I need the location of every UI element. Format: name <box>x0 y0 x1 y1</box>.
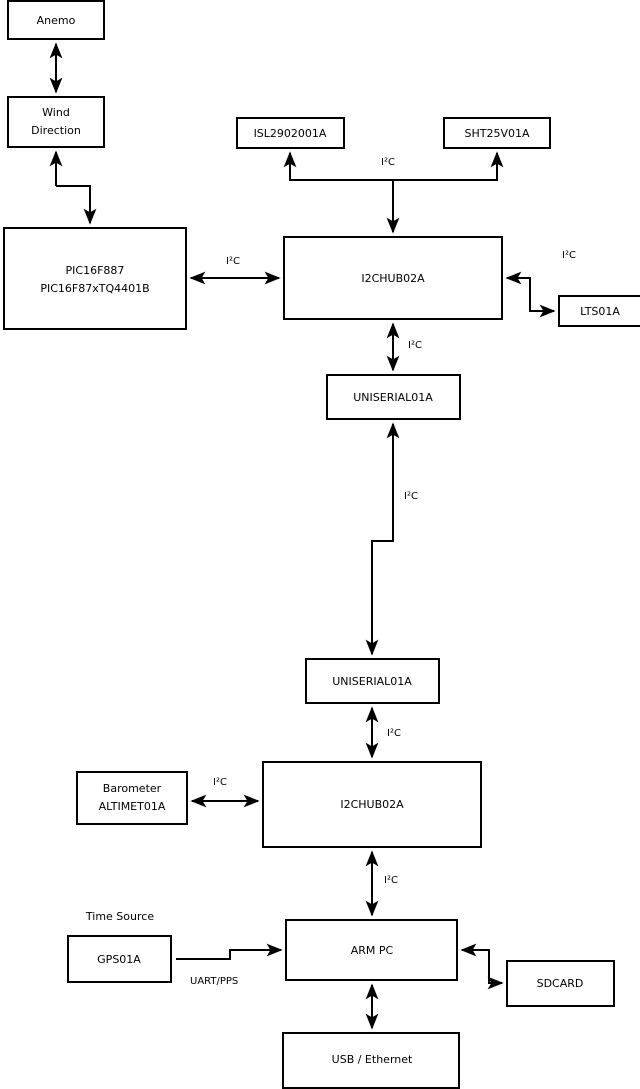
edge-sdcard-to-armpc <box>460 943 490 983</box>
node-uniserial01a-bottom-label: UNISERIAL01A <box>332 675 412 688</box>
edge-bus-to-isl <box>283 151 393 181</box>
node-uniserial01a-top-label: UNISERIAL01A <box>353 391 433 404</box>
label-time-source: Time Source <box>85 910 154 923</box>
edge-unitop-to-unibot <box>365 424 394 656</box>
node-pic16f887[interactable]: PIC16F887 PIC16F87xTQ4401B <box>3 227 187 330</box>
node-i2chub02a-bottom-box[interactable] <box>262 761 482 848</box>
node-anemo-label: Anemo <box>37 14 76 27</box>
edge-label-uart-pps: UART/PPS <box>190 976 238 987</box>
node-sht25v01a-box[interactable] <box>443 117 551 149</box>
edge-label-i2c-uni-uni: I²C <box>404 491 418 502</box>
node-isl2902001a-label: ISL2902001A <box>254 127 327 140</box>
edge-label-i2c-hub-arm: I²C <box>384 875 398 886</box>
node-arm-pc-box[interactable] <box>285 919 458 981</box>
node-lts01a[interactable]: LTS01A <box>558 295 640 327</box>
edge-unibot-to-unitop <box>371 422 400 654</box>
node-barometer[interactable]: Barometer ALTIMET01A <box>76 771 188 825</box>
edge-label-i2c-pic-hub: I²C <box>226 256 240 267</box>
node-barometer-label-line1: Barometer <box>103 782 162 795</box>
edge-gps-to-armpc <box>176 943 283 960</box>
edge-armpc-to-sdcard <box>487 950 504 990</box>
node-lts01a-label: LTS01A <box>580 305 620 318</box>
node-uniserial01a-top[interactable]: UNISERIAL01A <box>326 374 461 420</box>
node-gps01a[interactable]: GPS01A <box>67 935 172 983</box>
node-wind-direction[interactable]: Wind Direction <box>7 96 105 148</box>
labels-layer: I²C I²C I²C I²C I²C I²C I²C I²C UART/PPS… <box>85 157 576 987</box>
node-uniserial01a-bottom[interactable]: UNISERIAL01A <box>305 658 440 704</box>
edge-label-i2c-uni-hub: I²C <box>387 728 401 739</box>
node-barometer-box[interactable] <box>76 771 188 825</box>
node-isl2902001a[interactable]: ISL2902001A <box>236 117 345 149</box>
edge-label-i2c-baro-hub: I²C <box>213 777 227 788</box>
edge-label-i2c-top-bus: I²C <box>381 157 395 168</box>
node-gps01a-label: GPS01A <box>97 953 141 966</box>
node-i2chub02a-top[interactable]: I2CHUB02A <box>283 236 503 320</box>
node-arm-pc[interactable]: ARM PC <box>285 919 458 981</box>
node-sdcard[interactable]: SDCARD <box>506 960 615 1007</box>
node-anemo-box[interactable] <box>7 0 105 40</box>
node-i2chub02a-bottom[interactable]: I2CHUB02A <box>262 761 482 848</box>
node-i2chub02a-top-box[interactable] <box>283 236 503 320</box>
node-pic16f887-label-line2: PIC16F87xTQ4401B <box>40 282 149 295</box>
node-i2chub02a-top-label: I2CHUB02A <box>361 272 425 285</box>
node-usb-ethernet-label: USB / Ethernet <box>332 1053 413 1066</box>
node-pic16f887-label-line1: PIC16F887 <box>66 264 125 277</box>
edge-bus-to-sht <box>393 151 504 181</box>
node-wind-direction-label-line1: Wind <box>42 106 70 119</box>
edge-label-i2c-hub-uni: I²C <box>408 340 422 351</box>
node-gps01a-box[interactable] <box>67 935 172 983</box>
edge-wind-to-pic <box>56 185 97 225</box>
node-i2chub02a-bottom-label: I2CHUB02A <box>340 798 404 811</box>
node-sdcard-box[interactable] <box>506 960 615 1007</box>
edges-layer <box>49 42 556 1030</box>
node-sdcard-label: SDCARD <box>537 977 584 990</box>
node-sht25v01a-label: SHT25V01A <box>464 127 529 140</box>
node-wind-direction-box[interactable] <box>7 96 105 148</box>
edge-label-i2c-hub-lts: I²C <box>562 250 576 261</box>
node-wind-direction-label-line2: Direction <box>31 124 81 137</box>
node-sht25v01a[interactable]: SHT25V01A <box>443 117 551 149</box>
node-lts01a-box[interactable] <box>558 295 640 327</box>
node-usb-ethernet[interactable]: USB / Ethernet <box>282 1032 460 1089</box>
node-isl2902001a-box[interactable] <box>236 117 345 149</box>
node-usb-ethernet-box[interactable] <box>282 1032 460 1089</box>
node-pic16f887-box[interactable] <box>3 227 187 330</box>
node-uniserial01a-top-box[interactable] <box>326 374 461 420</box>
edge-hubtop-to-lts <box>529 278 556 318</box>
node-anemo[interactable]: Anemo <box>7 0 105 40</box>
edge-lts-to-hubtop <box>505 271 531 311</box>
nodes-layer: Anemo Wind Direction PIC16F887 PIC16F87x… <box>3 0 640 1089</box>
node-barometer-label-line2: ALTIMET01A <box>99 800 166 813</box>
node-uniserial01a-bottom-box[interactable] <box>305 658 440 704</box>
node-arm-pc-label: ARM PC <box>351 944 394 957</box>
